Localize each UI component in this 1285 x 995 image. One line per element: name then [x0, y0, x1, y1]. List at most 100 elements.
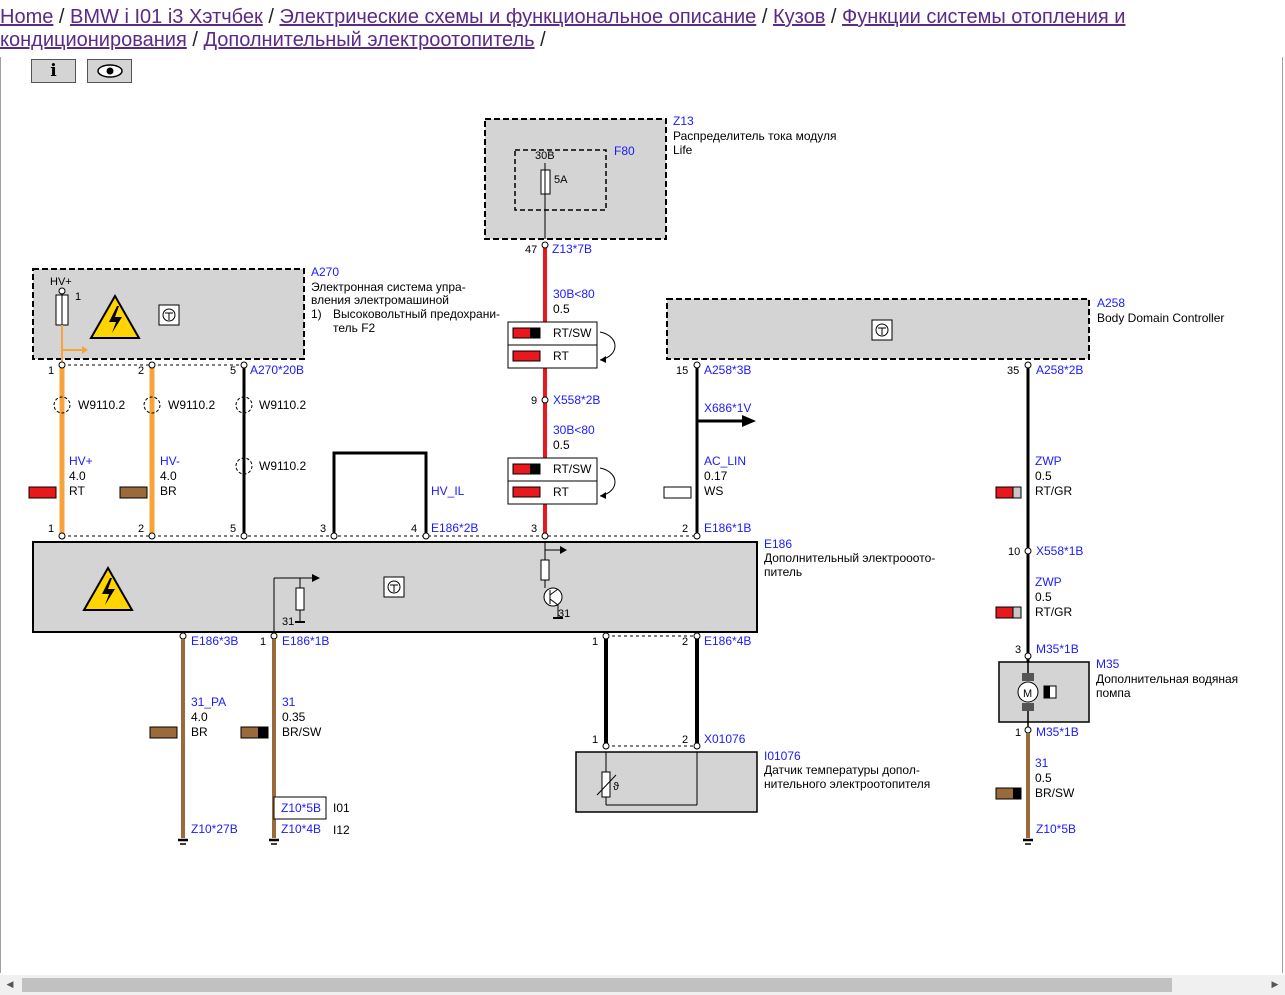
a258-body-domain-controller: A258 Body Domain Controller — [666, 296, 1224, 360]
i01076-desc: нительного электроотопителя — [764, 777, 930, 791]
a258-2b-connector: A258*2B — [1036, 363, 1083, 377]
wire-color: WS — [704, 484, 723, 498]
a270-20b-connector: A270*20B — [250, 363, 304, 377]
a270-note: Высоковольтный предохрани- — [333, 307, 500, 321]
z10-4b-connector: Z10*4B — [281, 822, 321, 836]
breadcrumb-separator: / — [540, 29, 546, 51]
fuse-terminal: 30B — [535, 150, 555, 162]
hv-note-number: 1 — [75, 291, 81, 303]
shield-label: W9110.2 — [259, 459, 306, 473]
wire-gauge: 0.35 — [282, 710, 306, 724]
breadcrumb-heater-link[interactable]: Дополнительный электроотопитель — [203, 29, 535, 51]
wire-color: RT/GR — [1035, 605, 1072, 619]
wire-color: BR/SW — [1035, 786, 1075, 800]
control-unit-icon — [871, 319, 893, 341]
pin-label: 1 — [1015, 727, 1021, 739]
i01076-temperature-sensor: ϑ I01076 Датчик температуры допол- нител… — [575, 749, 930, 813]
ground-icon — [267, 838, 281, 846]
a270-desc: вления электромашиной — [311, 293, 449, 307]
m35-1b-connector: M35*1B — [1036, 725, 1079, 739]
pin-label: 2 — [682, 523, 688, 535]
i01076-id: I01076 — [764, 749, 801, 763]
shield-label: W9110.2 — [168, 398, 215, 412]
breadcrumb-body-link[interactable]: Кузов — [773, 6, 826, 28]
wire-name: 30B<80 — [553, 287, 595, 301]
view-button[interactable] — [87, 59, 132, 83]
e186-2b-connector: E186*2B — [431, 521, 478, 535]
horizontal-scrollbar[interactable]: ◀ ▶ — [0, 975, 1285, 995]
wire-name: ZWP — [1035, 454, 1062, 468]
a258-desc: Body Domain Controller — [1097, 311, 1224, 325]
wire-name: HV- — [160, 454, 180, 468]
shield-label: W9110.2 — [259, 398, 306, 412]
pin-label: 2 — [682, 636, 688, 648]
z13-id: Z13 — [673, 114, 694, 128]
wire-gauge: 0.5 — [553, 438, 570, 452]
pin-label: 4 — [411, 523, 417, 535]
m35-desc: Дополнительная водяная — [1096, 672, 1238, 686]
pin-label: 5 — [230, 365, 236, 377]
a270-motor-electronics: HV+ 1 A270 Электронная система упра- вле… — [32, 265, 500, 362]
wire-color: RT — [553, 485, 569, 499]
a270-id: A270 — [311, 265, 339, 279]
scroll-right-icon[interactable]: ▶ — [1271, 980, 1279, 990]
pin-label: 1 — [592, 636, 598, 648]
z10-4b-tag: I12 — [333, 823, 350, 837]
pin-label: 3 — [531, 523, 537, 535]
pin-label: 1 — [260, 636, 266, 648]
breadcrumb-schemes-link[interactable]: Электрические схемы и функциональное опи… — [279, 6, 757, 28]
wire-color: RT/SW — [553, 326, 592, 340]
breadcrumb: Home / BMW i I01 i3 Хэтчбек / Электричес… — [0, 6, 1200, 52]
z10-5b-connector: Z10*5B — [1036, 822, 1076, 836]
wire-color: BR/SW — [282, 725, 322, 739]
breadcrumb-separator: / — [761, 6, 768, 28]
svg-text:ϑ: ϑ — [613, 781, 619, 793]
x558-1b-connector: X558*1B — [1036, 544, 1083, 558]
z13-connector: Z13*7B — [552, 242, 592, 256]
diagram-frame — [0, 57, 1283, 973]
wire-gauge: 0.17 — [704, 469, 728, 483]
pin-label: 1 — [592, 734, 598, 746]
a270-note: тель F2 — [333, 321, 376, 335]
wire-gauge: 0.5 — [1035, 590, 1052, 604]
wiring-diagram: 30B 5A F80 Z13 Распределитель тока модул… — [28, 114, 1238, 846]
wire-color: RT — [553, 349, 569, 363]
e186-desc: питель — [764, 565, 802, 579]
internal-ground-label: 31 — [282, 616, 294, 628]
a258-3b-connector: A258*3B — [704, 363, 751, 377]
pin-label: 2 — [682, 734, 688, 746]
wire-gauge: 0.5 — [553, 302, 570, 316]
shield-label: W9110.2 — [78, 398, 125, 412]
pin-label: 35 — [1007, 365, 1019, 377]
a270-desc: Электронная система упра- — [311, 280, 466, 294]
pin-label: 10 — [1008, 546, 1020, 558]
scrollbar-thumb[interactable] — [22, 978, 1172, 992]
breadcrumb-hvac-link[interactable]: Функции системы отопления и кондициониро… — [0, 6, 1126, 51]
fuse-id: F80 — [614, 144, 635, 158]
pin-label: 3 — [320, 523, 326, 535]
wire-name: 31 — [282, 695, 296, 709]
breadcrumb-home-link[interactable]: Home — [0, 6, 54, 28]
wire-gauge: 4.0 — [160, 469, 177, 483]
wire-name: 31 — [1035, 756, 1049, 770]
x558-pin: 9 — [531, 395, 537, 407]
eye-icon — [96, 64, 123, 78]
scroll-left-icon[interactable]: ◀ — [6, 980, 14, 990]
a270-note: 1) — [311, 307, 322, 321]
i01076-desc: Датчик температуры допол- — [764, 763, 920, 777]
z13-desc: Распределитель тока модуля — [673, 129, 837, 143]
wire-name: HV+ — [69, 454, 93, 468]
breadcrumb-model-link[interactable]: BMW i I01 i3 Хэтчбек — [70, 6, 263, 28]
wire-gauge: 4.0 — [69, 469, 86, 483]
pin-label: 2 — [138, 523, 144, 535]
e186-desc: Дополнительный электрооото- — [764, 551, 935, 565]
z10-27b-connector: Z10*27B — [191, 822, 238, 836]
e186-4b-connector: E186*4B — [704, 634, 751, 648]
wire-name: 30B<80 — [553, 423, 595, 437]
ground-icon — [1021, 838, 1035, 846]
info-icon: i — [50, 61, 57, 81]
info-button[interactable]: i — [31, 59, 76, 83]
z10-5b-tag: I01 — [333, 801, 350, 815]
wire-name: ZWP — [1035, 575, 1062, 589]
pin-label: 1 — [48, 523, 54, 535]
